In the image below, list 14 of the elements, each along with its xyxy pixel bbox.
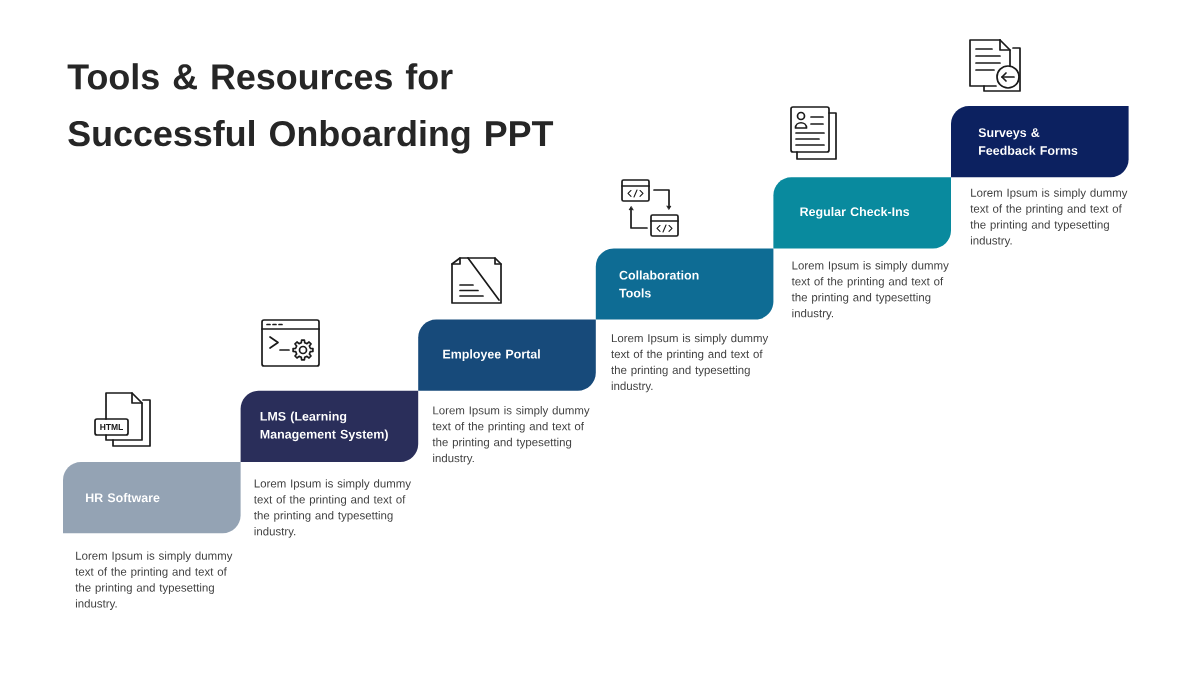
icon-label: HTML [100,424,123,430]
description-text: Lorem Ipsum is simply dummy text of the printing and text of the printing and typesetting industry. [75,551,233,610]
step-box: Surveys & Feedback Forms [951,106,1129,178]
step-box: LMS (Learning Management System) [240,390,419,462]
description-text: Lorem Ipsum is simply dummy text of the printing and text of the printing and typesetting industry. [970,188,1128,247]
description-text: Lorem Ipsum is simply dummy text of the printing and text of the printing and typesetting industry. [791,261,949,320]
step-box: HR Software [63,462,241,534]
description-text: Lorem Ipsum is simply dummy text of the printing and text of the printing and typesetting industry. [432,406,590,465]
description-text: Lorem Ipsum is simply dummy text of the printing and text of the printing and typesetting industry. [611,333,769,393]
title: Tools & Resources for Successful Onboarding PPT [67,63,554,154]
step-box: Regular Check-Ins [773,177,951,249]
description-text: Lorem Ipsum is simply dummy text of the printing and text of the printing and typesetting industry. [254,479,411,538]
step-box: Collaboration Tools [595,248,774,320]
step-box: Employee Portal [418,319,596,391]
